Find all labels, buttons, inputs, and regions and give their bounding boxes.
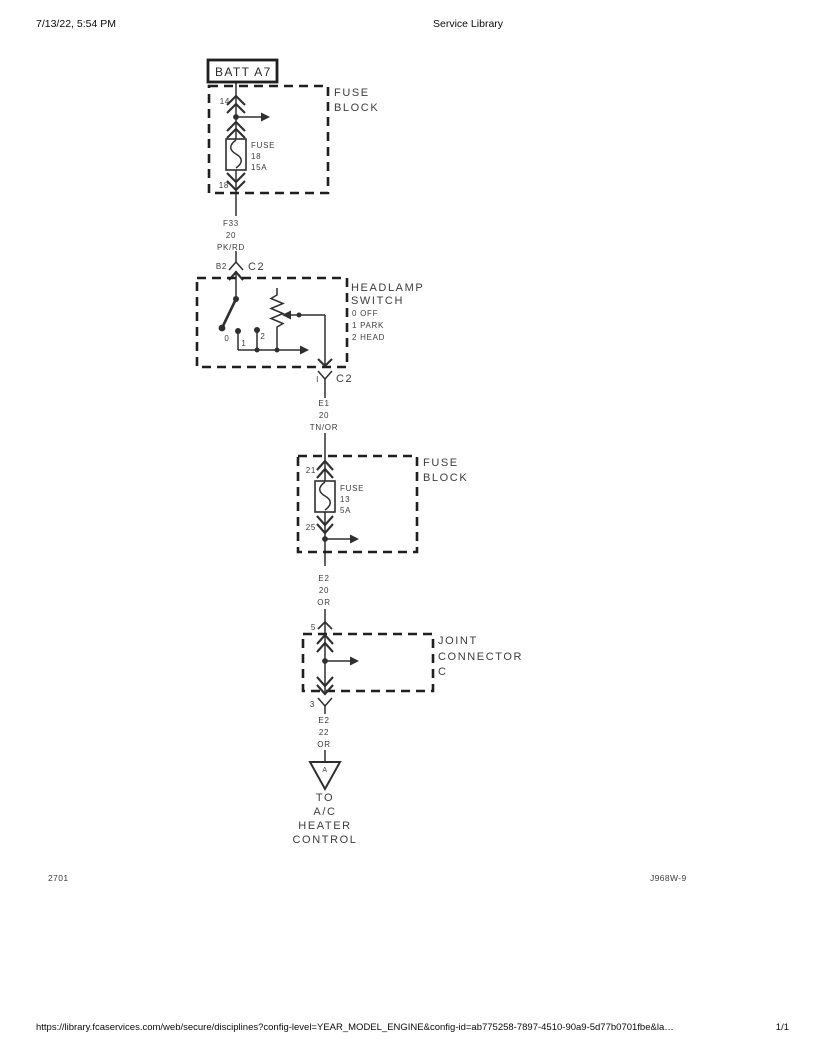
junction-dot (322, 658, 328, 664)
joint-connector-title-1: JOINT (438, 635, 478, 647)
wire-e2-22-circuit: E2 (318, 716, 329, 725)
connector-fork-icon (317, 697, 333, 707)
destination-line-1: TO (316, 792, 334, 804)
wire-e2-20-circuit: E2 (318, 574, 329, 583)
fuse-18-symbol (225, 138, 247, 171)
headlamp-switch-outline (195, 276, 349, 369)
page-title: Service Library (433, 18, 504, 30)
contact-0-label: 0 (224, 334, 229, 343)
wire-f33-gauge: 20 (226, 231, 236, 240)
pin-25-label: 25 (306, 523, 316, 532)
page-indicator: 1/1 (775, 1022, 789, 1033)
branch-arrow-icon (238, 112, 270, 122)
fuse-block-top-title-1: FUSE (334, 87, 370, 99)
fuse-block-top: FUSE BLOCK 14 FUSE 18 15A 18 (207, 84, 379, 195)
contact-1-label: 1 (241, 339, 246, 348)
pin-18-chevron-icon (226, 172, 246, 192)
battery-label: BATT A7 (215, 65, 272, 79)
diagram-id: J968W-9 (650, 873, 687, 883)
switch-position-2: 2 HEAD (352, 333, 385, 342)
destination-line-2: A/C (313, 806, 336, 818)
wire-label-e2-20: E2 20 OR (317, 574, 330, 607)
wire-e1-circuit: E1 (318, 399, 329, 408)
pin-5-label: 5 (311, 623, 316, 632)
wire-e2-20-color: OR (317, 598, 330, 607)
fuse-block-lower-title-1: FUSE (423, 457, 459, 469)
headlamp-switch-title-1: HEADLAMP (351, 282, 424, 294)
circuit-wires (235, 82, 326, 762)
wire-f33-circuit: F33 (223, 219, 239, 228)
destination-triangle-letter: A (322, 767, 327, 774)
cavity-b2-label: B2 (216, 262, 227, 271)
destination-line-4: CONTROL (293, 834, 358, 846)
wire-e1-color: TN/OR (310, 423, 338, 432)
pin-25-chevron-icon (316, 515, 334, 535)
wire-e2-22-gauge: 22 (319, 728, 329, 737)
connector-fork-icon (317, 370, 333, 380)
joint-connector-title-3: C (438, 666, 448, 678)
wire-e2-20-gauge: 20 (319, 586, 329, 595)
switch-position-1: 1 PARK (352, 321, 384, 330)
contact-0-dot (218, 324, 226, 332)
fuse-18-label: FUSE (251, 141, 275, 150)
junction-dot (322, 536, 328, 542)
fuse-18-number: 18 (251, 152, 261, 161)
switch-lever (220, 298, 238, 329)
fuse-block-top-title-2: BLOCK (334, 102, 379, 114)
wire-label-e2-22: E2 22 OR (317, 716, 330, 749)
dimmer-resistor-icon (269, 288, 285, 350)
wire-e2-22-color: OR (317, 740, 330, 749)
destination-marker: A TO A/C HEATER CONTROL (293, 761, 358, 846)
junction-dot (233, 114, 239, 120)
pin-18-label: 18 (219, 181, 229, 190)
joint-connector-outline (301, 632, 435, 693)
switch-position-0: 0 OFF (352, 309, 378, 318)
branch-arrow-icon (327, 656, 359, 666)
wire-label-e1: E1 20 TN/OR (310, 399, 338, 432)
branch-arrow-icon (327, 534, 359, 544)
pin-3-label: 3 (310, 700, 315, 709)
pin-21-chevron-icon (316, 459, 334, 479)
fuse-18-rating: 15A (251, 163, 267, 172)
fuse-block-lower: FUSE BLOCK 21 FUSE 13 5A 25 (296, 454, 468, 554)
destination-line-3: HEATER (298, 820, 351, 832)
wire-e1-gauge: 20 (319, 411, 329, 420)
sheet-number: 2701 (48, 873, 69, 883)
contact-2-label: 2 (260, 332, 265, 341)
headlamp-switch: HEADLAMP SWITCH 0 OFF 1 PARK 2 HEAD 0 1 … (195, 276, 424, 369)
wire-f33-color: PK/RD (217, 243, 245, 252)
pin-21-label: 21 (306, 466, 316, 475)
headlamp-switch-title-2: SWITCH (351, 295, 404, 307)
connector-c2-label: C2 (248, 261, 265, 273)
destination-triangle-icon (308, 761, 342, 792)
fuse-block-lower-title-2: BLOCK (423, 472, 468, 484)
pin-5-chevron-icon (316, 620, 334, 653)
fuse-13-symbol (314, 480, 336, 513)
joint-connector-title-2: CONNECTOR (438, 651, 523, 663)
wiper-arrow-icon (282, 310, 325, 320)
connector-c2-out: I C2 (316, 358, 353, 385)
connector-pin-arrow-icon (317, 358, 333, 368)
splice-chevron-icon (226, 120, 246, 139)
switch-output-arrow-icon (238, 345, 309, 355)
fuse-block-lower-outline (296, 454, 419, 554)
pin-14-chevron-icon (226, 94, 246, 114)
battery-feed: BATT A7 (206, 58, 279, 84)
connector-c2-out-label: C2 (336, 373, 353, 385)
battery-box-outline (206, 58, 279, 84)
pin-3-chevron-icon (316, 676, 334, 696)
print-datetime: 7/13/22, 5:54 PM (36, 18, 116, 30)
wire-label-f33: F33 20 PK/RD (217, 219, 245, 252)
source-url: https://library.fcaservices.com/web/secu… (36, 1022, 674, 1033)
connector-fork-icon (228, 261, 244, 271)
fuse-13-rating: 5A (340, 506, 351, 515)
cavity-i-label: I (316, 375, 319, 384)
joint-connector-c: JOINT CONNECTOR C 5 3 (301, 620, 523, 709)
fuse-block-top-outline (207, 84, 330, 195)
fuse-13-label: FUSE (340, 484, 364, 493)
pin-14-label: 14 (220, 97, 230, 106)
fuse-13-number: 13 (340, 495, 350, 504)
